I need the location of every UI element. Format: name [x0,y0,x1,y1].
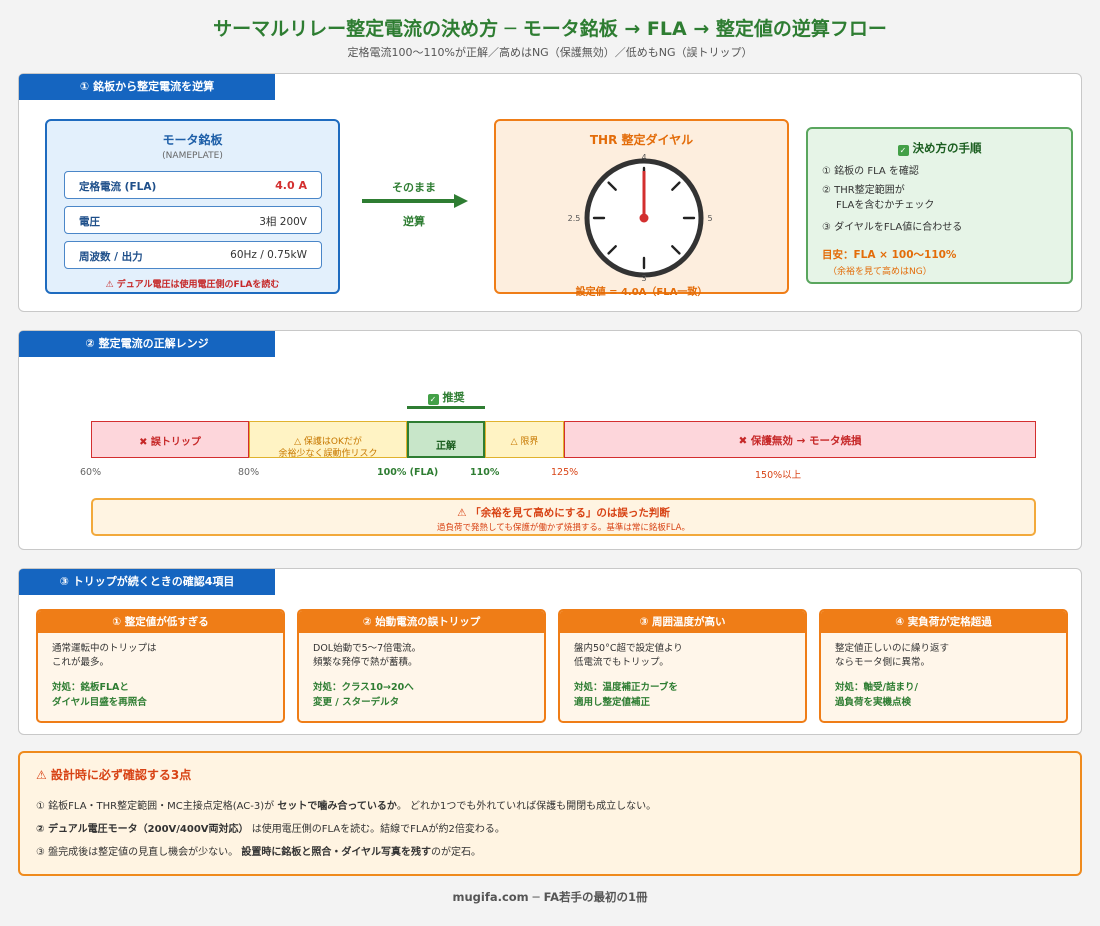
item-text: ③ 盤完成後は整定値の見直し機会が少ない。 [36,847,242,858]
page-subtitle: 定格電流100〜110%が正解／高めはNG（保護無効）／低めもNG（誤トリップ） [347,46,753,59]
item-emphasis: セットで噛み合っているか [277,801,397,812]
row-key: 電圧 [79,216,100,228]
tick-150: 150%以上 [755,470,802,481]
recommended-text: 推奨 [442,391,465,404]
item-emphasis: 設置時に銘板と照合・ダイヤル写真を残す [241,847,432,858]
right-arrow-icon [362,194,468,208]
item-text: ① 銘板FLA・THR整定範囲・MC主接点定格(AC-3)が [36,801,278,812]
section2-tab: ② 整定電流の正解レンジ [19,331,275,357]
nameplate-card: モータ銘板 (NAMEPLATE) 定格電流 (FLA) 4.0 A 電圧 3相… [45,119,340,294]
checklist-item-1: ① 銘板FLA・THR整定範囲・MC主接点定格(AC-3)が セットで噛み合って… [36,797,656,812]
tick-110: 110% [470,467,500,478]
range-warning: ⚠ 「余裕を見て高めにする」のは誤った判断 過負荷で発熱しても保護が働かず焼損す… [91,498,1036,536]
tick-125: 125% [551,467,579,478]
check-icon: ✓ [897,145,909,156]
step-item: ② THR整定範囲が [822,185,905,196]
segment-no-protection: ✖ 保護無効 → モータ焼損 [564,421,1036,458]
steps-goal-note: （余裕を見て高めはNG） [828,267,932,277]
check-card-1: ① 整定値が低すぎる 通常運転中のトリップは これが最多。 対処：銘板FLAと … [36,609,285,723]
step-item: ① 銘板の FLA を確認 [822,166,919,177]
steps-goal: 目安：FLA × 100〜110% [822,249,957,261]
tick-60: 60% [80,467,102,478]
dial-label-top: 4 [641,153,646,162]
arrow-label-top: そのまま [392,181,436,194]
row-value: 4.0 A [275,179,307,192]
check-card-4: ④ 実負荷が定格超過 整定値正しいのに繰り返す ならモータ側に異常。 対処：軸受… [819,609,1068,723]
row-key: 周波数 / 出力 [79,251,143,263]
dial-label-right: 5 [707,214,712,223]
segment-limit: △ 限界 [485,421,564,458]
segment-label: △ 限界 [510,437,539,447]
checklist-item-3: ③ 盤完成後は整定値の見直し機会が少ない。 設置時に銘板と照合・ダイヤル写真を残… [36,843,481,858]
arrow-label-bottom: 逆算 [403,215,425,228]
thr-dial-card: THR 整定ダイヤル 4 2.5 5 3 設定値 = 4.0A（FLA一致） [494,119,789,298]
nameplate-title: モータ銘板 [162,133,223,147]
card-body: 盤内50°C超で設定値より 低電流でもトリップ。 [574,643,683,668]
item-emphasis: ② デュアル電圧モータ（200V/400V両対応） [36,824,249,835]
recommended-label: ✓推奨 [407,389,485,405]
nameplate-subtitle: (NAMEPLATE) [162,151,223,161]
segment-label: 正解 [436,441,456,452]
item-text: のが定石。 [431,847,482,858]
item-text: は使用電圧側のFLAを読む。結線でFLAが約2倍変わる。 [248,824,505,835]
dial-setting: 設定値 = 4.0A（FLA一致） [575,287,708,298]
section1-tab: ① 銘板から整定電流を逆算 [19,74,275,100]
tick-80: 80% [238,467,260,478]
range-warning-body: 過負荷で発熱しても保護が働かず焼損する。基準は常に銘板FLA。 [437,523,690,533]
card-body: 通常運転中のトリップは これが最多。 [52,643,157,668]
card-body: 整定値正しいのに繰り返す ならモータ側に異常。 [835,643,950,668]
segment-label: ✖ 誤トリップ [139,437,201,448]
checklist-title: ⚠ 設計時に必ず確認する3点 [36,768,192,782]
checklist-item-2: ② デュアル電圧モータ（200V/400V両対応） は使用電圧側のFLAを読む。… [36,820,505,835]
step-item: ③ ダイヤルをFLA値に合わせる [822,222,963,233]
segment-label-line2: 余裕少なく誤動作リスク [278,449,378,459]
check-card-3: ③ 周囲温度が高い 盤内50°C超で設定値より 低電流でもトリップ。 対処：温度… [558,609,807,723]
segment-caution: △ 保護はOKだが 余裕少なく誤動作リスク [249,421,407,459]
row-value: 60Hz / 0.75kW [230,249,307,261]
page-title: サーマルリレー整定電流の決め方 ─ モータ銘板 → FLA → 整定値の逆算フロ… [213,18,887,40]
row-value: 3相 200V [259,216,307,228]
nameplate-row-frequency: 周波数 / 出力 60Hz / 0.75kW [64,241,322,269]
nameplate-row-voltage: 電圧 3相 200V [64,206,322,234]
nameplate-warning: ⚠ デュアル電圧は使用電圧側のFLAを読む [105,280,280,290]
recommended-underline [407,406,485,409]
segment-correct: 正解 [407,421,485,458]
tick-100: 100% (FLA) [377,467,439,478]
segment-label-line1: △ 保護はOKだが [294,437,362,447]
item-text: 。 どれか1つでも外れていれば保護も開閉も成立しない。 [396,801,657,812]
nameplate-row-fla: 定格電流 (FLA) 4.0 A [64,171,322,199]
card-action: 対処：クラス10→20へ 変更 / スターデルタ [313,682,414,708]
card-title: ② 始動電流の誤トリップ [299,611,544,633]
section3-tab: ③ トリップが続くときの確認4項目 [19,569,275,595]
dial-title: THR 整定ダイヤル [589,133,694,147]
card-title: ④ 実負荷が定格超過 [821,611,1066,633]
card-title: ① 整定値が低すぎる [38,611,283,633]
dial-gauge: 4 2.5 5 3 [568,153,713,283]
steps-title-text: 決め方の手順 [912,141,982,155]
design-checklist: ⚠ 設計時に必ず確認する3点 ① 銘板FLA・THR整定範囲・MC主接点定格(A… [18,751,1082,876]
segment-misstrip: ✖ 誤トリップ [91,421,249,458]
footer-credit: mugifa.com ─ FA若手の最初の1冊 [452,890,648,904]
check-card-2: ② 始動電流の誤トリップ DOL始動で5〜7倍電流。 頻繁な発停で熱が蓄積。 対… [297,609,546,723]
card-body: DOL始動で5〜7倍電流。 頻繁な発停で熱が蓄積。 [313,643,422,668]
card-action: 対処：銘板FLAと ダイヤル目盛を再照合 [52,682,147,708]
range-warning-title: ⚠ 「余裕を見て高めにする」のは誤った判断 [457,507,670,519]
steps-title: ✓決め方の手順 [808,140,1071,156]
row-key: 定格電流 (FLA) [79,181,157,193]
segment-label: ✖ 保護無効 → モータ焼損 [738,435,862,447]
dial-label-left: 2.5 [568,214,581,223]
step-item: FLAを含むかチェック [836,200,935,211]
check-icon: ✓ [427,394,439,405]
steps-card: ✓決め方の手順 ① 銘板の FLA を確認 ② THR整定範囲が FLAを含むか… [806,127,1073,284]
card-action: 対処：軸受/詰まり/ 過負荷を実機点検 [835,682,918,708]
card-action: 対処：温度補正カーブを 適用し整定値補正 [574,682,678,708]
dial-label-bottom: 3 [641,274,646,283]
card-title: ③ 周囲温度が高い [560,611,805,633]
